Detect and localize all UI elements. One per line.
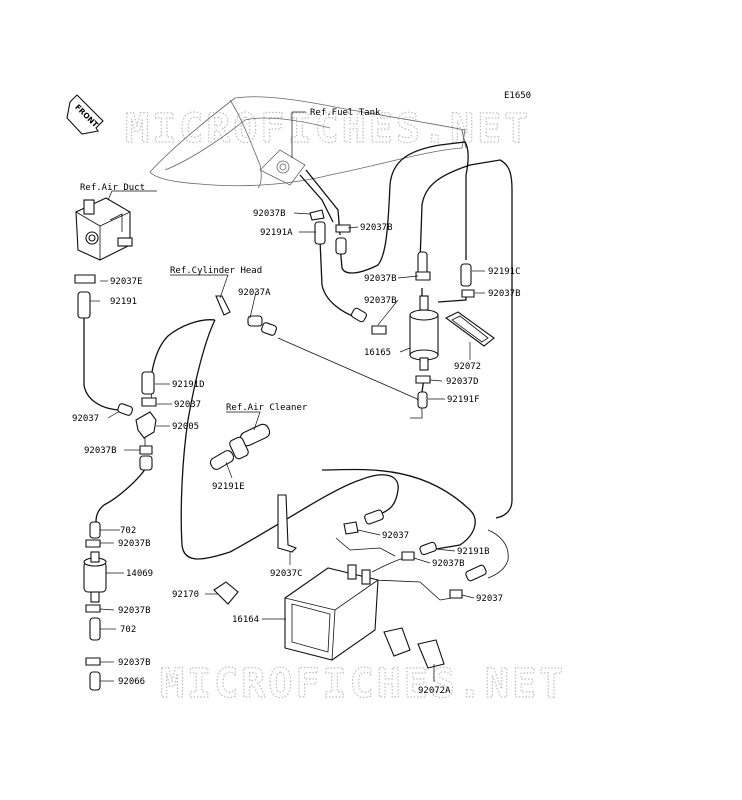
diagram-code: E1650	[504, 91, 531, 101]
canister-16164	[284, 564, 379, 661]
callout-label: 92037	[174, 400, 201, 410]
ref-air-duct-label: Ref.Air Duct	[80, 183, 145, 193]
callout-label: 92037B	[364, 274, 397, 284]
callout-label: 92037	[382, 531, 409, 541]
bracket-92037C	[277, 494, 297, 553]
air-duct-valve	[75, 197, 133, 261]
callout-label: 92037B	[360, 223, 393, 233]
callout-label: 92191A	[260, 228, 293, 238]
callout-label: 92191F	[447, 395, 480, 405]
callout-label: 92037B	[253, 209, 286, 219]
air-cleaner-fitting	[209, 423, 271, 470]
ref-cylinder-head-label: Ref.Cylinder Head	[170, 266, 262, 276]
callout-label: 92037D	[446, 377, 479, 387]
filter-14069	[83, 551, 107, 603]
callout-label: 16164	[232, 615, 259, 625]
clamps-and-joints	[74, 209, 487, 691]
callout-label: 92037B	[118, 658, 151, 668]
canister-16165	[409, 295, 439, 371]
leader-lines	[90, 111, 485, 682]
callout-label: 702	[120, 625, 136, 635]
callout-label: 92066	[118, 677, 145, 687]
callout-label: 92037B	[84, 446, 117, 456]
callout-label: 16165	[364, 348, 391, 358]
hose-lines	[83, 141, 513, 601]
callout-label: 92037A	[238, 288, 271, 298]
callout-label: 92037B	[118, 606, 151, 616]
callout-label: 92037B	[488, 289, 521, 299]
callout-label: 92037B	[118, 539, 151, 549]
fuel-tank-outline	[149, 96, 467, 189]
watermark-bottom: MICROFICHES.NET	[160, 661, 566, 707]
callout-label: 92005	[172, 422, 199, 432]
callout-label: 92037E	[110, 277, 143, 287]
callout-label: 702	[120, 526, 136, 536]
callout-label: 92191	[110, 297, 137, 307]
callout-label: 14069	[126, 569, 153, 579]
front-arrow-icon: FRONT	[66, 94, 104, 135]
callout-label: 92170	[172, 590, 199, 600]
labels: Ref.Fuel Tank Ref.Air Duct Ref.Cylinder …	[72, 108, 521, 696]
callout-label: 92037B	[364, 296, 397, 306]
ref-fuel-tank-label: Ref.Fuel Tank	[310, 108, 381, 118]
gaskets-92072A	[383, 627, 445, 669]
callout-label: 92191E	[212, 482, 245, 492]
callout-label: 92191B	[457, 547, 490, 557]
bracket-92072	[444, 311, 495, 347]
callout-label: 92037B	[432, 559, 465, 569]
callout-label: 92072	[454, 362, 481, 372]
callout-label: 92037	[72, 414, 99, 424]
callout-label: 92072A	[418, 686, 451, 696]
callout-label: 92191C	[488, 267, 521, 277]
ref-air-cleaner-label: Ref.Air Cleaner	[226, 403, 308, 413]
callout-label: 92037C	[270, 569, 303, 579]
callout-label: 92191D	[172, 380, 205, 390]
callout-label: 92037	[476, 594, 503, 604]
